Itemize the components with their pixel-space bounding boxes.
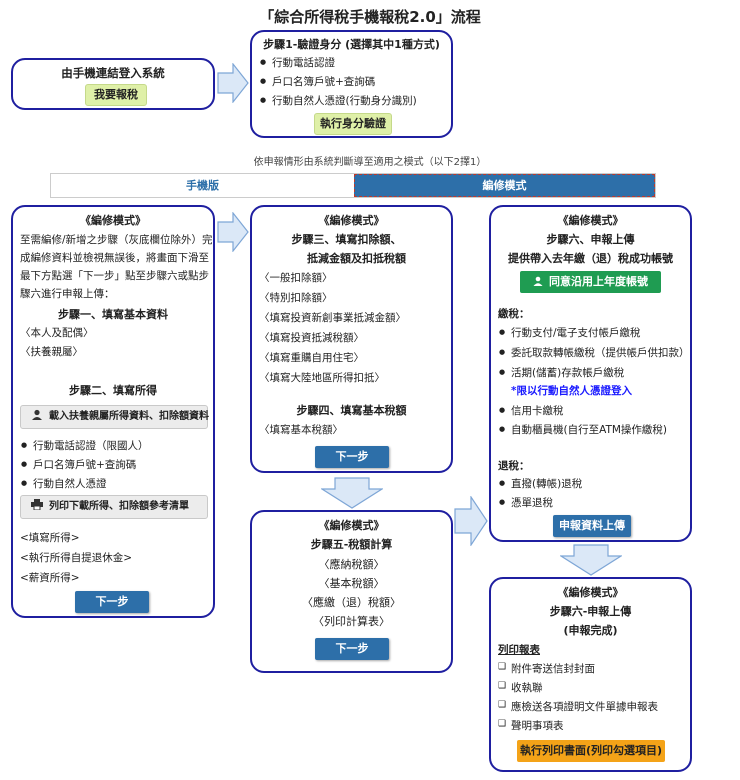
calc-item: 〈列印計算表〉 xyxy=(313,615,390,628)
calc-item: 〈應納稅額〉 xyxy=(318,558,385,571)
basic-item: 〈扶養親屬〉 xyxy=(20,346,83,358)
deductions-box: 《編修模式》 步驟三、填寫扣除額、 抵減金額及扣抵稅額 〈一般扣除額〉 〈特別扣… xyxy=(250,205,453,473)
intro-text: 至需編修/新增之步驟（灰底欄位除外）完 xyxy=(20,234,213,246)
print-reports-header: 列印報表 xyxy=(498,644,540,656)
report-checkbox-item[interactable]: 應檢送各項證明文件單據申報表 xyxy=(498,699,658,714)
deduction-item: 〈特別扣除額〉 xyxy=(259,292,333,304)
printer-icon xyxy=(31,499,43,511)
refund-method-item[interactable]: 憑單退稅 xyxy=(499,495,553,510)
calc-item: 〈基本稅額〉 xyxy=(318,577,385,590)
mode-label: 《編修模式》 xyxy=(557,586,624,599)
load-dependent-data-button[interactable]: 載入扶養親屬所得資料、扣除額資料 xyxy=(20,405,209,429)
arrow-right-icon xyxy=(217,63,249,103)
tax-calc-box: 《編修模式》 步驟五-稅額計算 〈應納稅額〉 〈基本稅額〉 〈應繳（退）稅額〉 … xyxy=(250,510,453,673)
upload-box: 《編修模式》 步驟六、申報上傳 提供帶入去年繳（退）稅成功帳號 同意沿用上年度帳… xyxy=(489,205,692,542)
income-item: <填寫所得> xyxy=(20,532,80,544)
step4-header: 步驟四、填寫基本稅額 xyxy=(296,404,407,417)
report-checkbox-item[interactable]: 聲明事項表 xyxy=(498,718,563,733)
account-note: 提供帶入去年繳（退）稅成功帳號 xyxy=(508,252,673,265)
arrow-right-icon xyxy=(454,496,488,546)
step5-header: 步驟五-稅額計算 xyxy=(310,538,393,551)
step1-item: 行動電話認證 xyxy=(260,55,335,70)
mode-label: 《編修模式》 xyxy=(557,214,624,227)
print-selected-button[interactable]: 執行列印書面(列印勾選項目) xyxy=(517,740,665,762)
user-icon xyxy=(533,276,543,286)
income-item: <執行所得自提退休金> xyxy=(20,552,133,564)
deduction-item: 〈填寫投資新創事業抵減金額〉 xyxy=(259,312,406,324)
load-dependent-label: 載入扶養親屬所得資料、扣除額資料 xyxy=(49,411,209,422)
deduction-item: 〈填寫投資抵減稅額〉 xyxy=(259,332,364,344)
page-title: 「綜合所得稅手機報稅2.0」流程 xyxy=(259,8,481,26)
step1-item: 戶口名簿戶號+查詢碼 xyxy=(260,74,375,89)
pay-method-item[interactable]: 活期(儲蓄)存款帳戶繳稅 xyxy=(499,365,624,380)
step2-income-header: 步驟二、填寫所得 xyxy=(69,384,157,397)
pay-method-item[interactable]: 行動支付/電子支付帳戶繳稅 xyxy=(499,325,641,340)
report-checkbox-item[interactable]: 收執聯 xyxy=(498,680,542,695)
arrow-down-icon xyxy=(321,477,383,509)
pay-method-item[interactable]: 自動櫃員機(自行至ATM操作繳稅) xyxy=(499,422,667,437)
calc-item: 〈應繳（退）稅額〉 xyxy=(302,596,401,609)
step6-header: 步驟六、申報上傳 xyxy=(546,233,635,246)
tab-mobile[interactable]: 手機版 xyxy=(51,174,354,197)
routing-note: 依申報情形由系統判斷導至適用之模式（以下2擇1） xyxy=(253,157,487,168)
arrow-right-icon xyxy=(217,212,249,252)
print-reference-list-button[interactable]: 列印下載所得、扣除額參考清單 xyxy=(20,495,208,519)
pay-method-item[interactable]: 委託取款轉帳繳稅（提供帳戶供扣款） xyxy=(499,345,689,360)
filing-complete-label: (申報完成) xyxy=(563,624,618,637)
reuse-account-label: 同意沿用上年度帳號 xyxy=(549,275,648,288)
file-tax-button[interactable]: 我要報稅 xyxy=(85,84,147,106)
edit-steps-box: 《編修模式》 至需編修/新增之步驟（灰底欄位除外）完 成編修資料並檢視無誤後，將… xyxy=(11,205,215,618)
report-checkbox-item[interactable]: 附件寄送信封封面 xyxy=(498,661,595,676)
step1-item: 行動自然人憑證(行動身分識別) xyxy=(260,93,417,108)
refund-method-item[interactable]: 直撥(轉帳)退稅 xyxy=(499,476,582,491)
login-text: 由手機連結登入系統 xyxy=(61,66,165,80)
next-step-button[interactable]: 下一步 xyxy=(315,446,389,468)
intro-text: 驟六進行申報上傳： xyxy=(20,288,115,300)
mode-label: 《編修模式》 xyxy=(318,519,385,532)
login-box: 由手機連結登入系統 我要報稅 xyxy=(11,58,215,110)
verify-identity-button[interactable]: 執行身分驗證 xyxy=(314,113,392,135)
print-reference-label: 列印下載所得、扣除額參考清單 xyxy=(49,501,189,512)
upload-filing-button[interactable]: 申報資料上傳 xyxy=(553,515,631,537)
step3-header-2: 抵減金額及扣抵稅額 xyxy=(307,252,406,265)
load-method-item: 戶口名簿戶號+查詢碼 xyxy=(21,457,136,472)
pay-restriction-note: *限以行動自然人憑證登入 xyxy=(511,385,632,397)
load-method-item: 行動電話認證（限國人） xyxy=(21,438,148,453)
tab-edit-mode[interactable]: 編修模式 xyxy=(354,174,655,197)
user-download-icon xyxy=(32,409,42,420)
deduction-item: 〈一般扣除額〉 xyxy=(259,272,333,284)
next-step-button[interactable]: 下一步 xyxy=(315,638,389,660)
mode-tabs: 手機版 編修模式 xyxy=(50,173,656,198)
next-step-button[interactable]: 下一步 xyxy=(75,591,149,613)
mode-label: 《編修模式》 xyxy=(80,214,146,227)
refund-header: 退稅： xyxy=(498,460,530,472)
intro-text: 最下方點選「下一步」點至步驟六或點步 xyxy=(20,270,209,282)
step1-header: 步驟1-驗證身分 (選擇其中1種方式) xyxy=(263,38,440,51)
deduction-item: 〈填寫大陸地區所得扣抵〉 xyxy=(259,372,385,384)
filing-complete-box: 《編修模式》 步驟六-申報上傳 (申報完成) 列印報表 附件寄送信封封面 收執聯… xyxy=(489,577,692,772)
pay-header: 繳稅： xyxy=(498,308,530,320)
step1-basic-header: 步驟一、填寫基本資料 xyxy=(58,308,168,321)
basic-tax-item: 〈填寫基本稅額〉 xyxy=(259,424,343,436)
intro-text: 成編修資料並檢視無誤後，將畫面下滑至 xyxy=(20,252,209,264)
step6-done-header: 步驟六-申報上傳 xyxy=(549,605,632,618)
arrow-down-icon xyxy=(560,544,622,576)
step1-box: 步驟1-驗證身分 (選擇其中1種方式) 行動電話認證 戶口名簿戶號+查詢碼 行動… xyxy=(250,30,453,138)
income-item: <薪資所得> xyxy=(20,572,80,584)
step3-header: 步驟三、填寫扣除額、 xyxy=(291,233,402,246)
pay-method-item[interactable]: 信用卡繳稅 xyxy=(499,403,563,418)
reuse-account-button[interactable]: 同意沿用上年度帳號 xyxy=(520,271,661,293)
deduction-item: 〈填寫重購自用住宅〉 xyxy=(259,352,364,364)
basic-item: 〈本人及配偶〉 xyxy=(20,327,94,339)
load-method-item: 行動自然人憑證 xyxy=(21,476,106,491)
mode-label: 《編修模式》 xyxy=(318,214,385,227)
